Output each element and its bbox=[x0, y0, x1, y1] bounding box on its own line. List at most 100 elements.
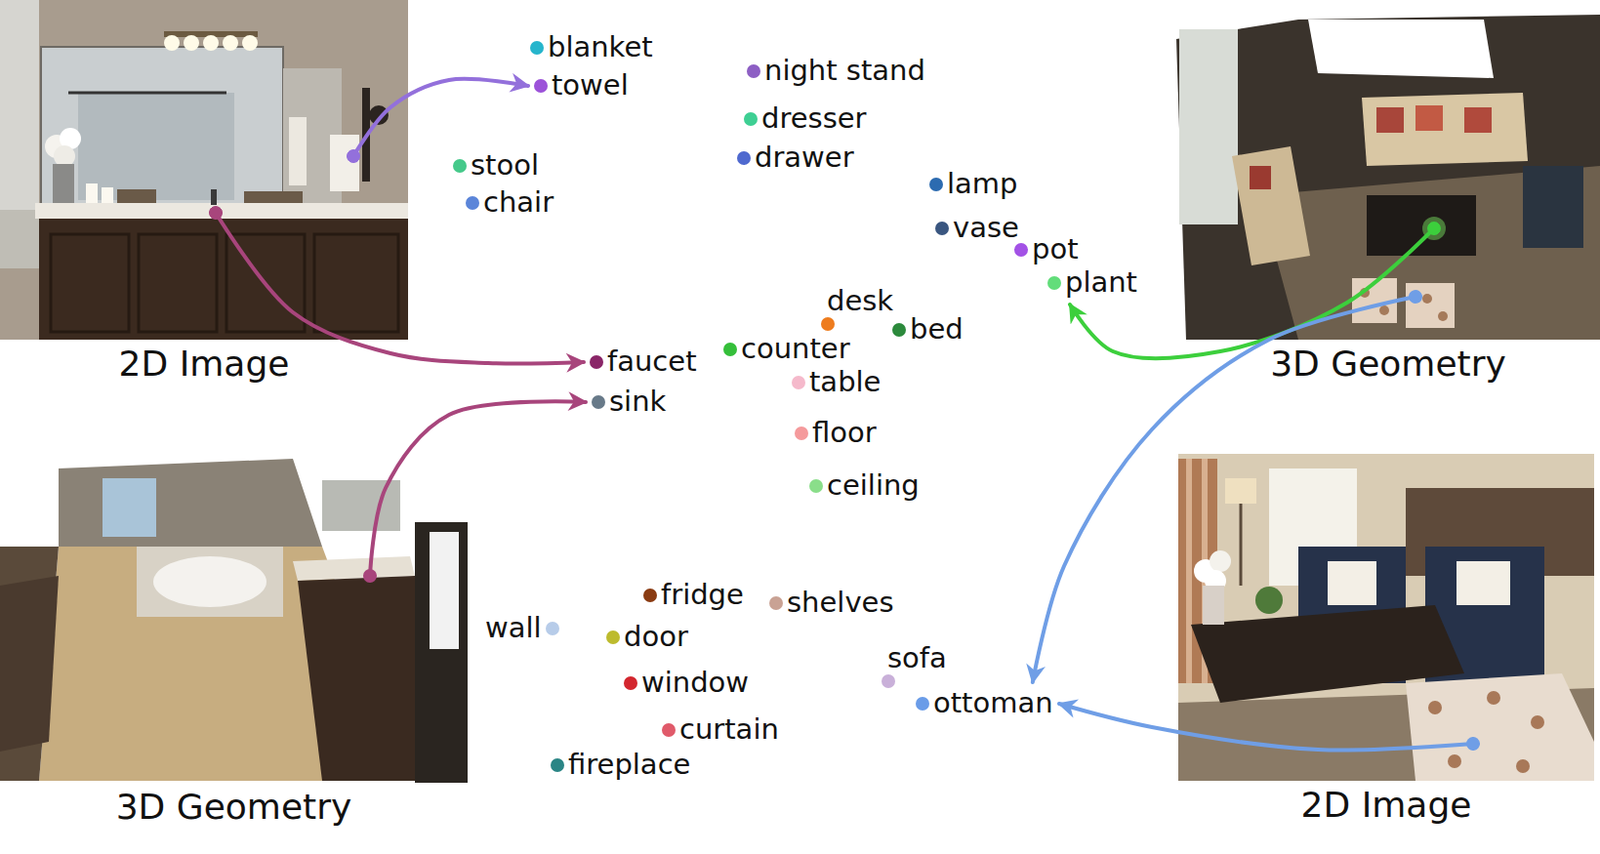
bathroom-geometry-shape bbox=[429, 532, 459, 650]
embedding-point: pot bbox=[1014, 234, 1079, 266]
point-label: fridge bbox=[660, 579, 744, 612]
point-label: curtain bbox=[679, 714, 780, 746]
point-label: floor bbox=[812, 417, 877, 450]
image-panel: 3D Geometry bbox=[0, 451, 468, 836]
embedding-point: bed bbox=[892, 314, 964, 346]
living-room-geometry-shape bbox=[1259, 165, 1600, 340]
point-label: bed bbox=[909, 314, 964, 346]
embedding-point: lamp bbox=[929, 168, 1019, 201]
panel-caption: 3D Geometry bbox=[1270, 342, 1507, 393]
mapping-arrow bbox=[215, 212, 584, 364]
living-room-photo-shape bbox=[1486, 691, 1501, 705]
bathroom-geometry-shape bbox=[0, 546, 59, 781]
bathroom-photo-shape bbox=[78, 92, 235, 201]
point-dot bbox=[737, 151, 751, 165]
point-dot bbox=[791, 375, 806, 390]
bathroom-photo-shape bbox=[0, 0, 40, 210]
point-dot bbox=[465, 196, 480, 210]
bathroom-geometry-shape bbox=[153, 556, 267, 608]
embedding-point: window bbox=[623, 667, 750, 699]
living-room-photo-shape bbox=[1255, 586, 1283, 615]
embedding-point: night stand bbox=[746, 55, 926, 87]
point-label: lamp bbox=[946, 168, 1019, 201]
mapping-arrow bbox=[353, 79, 529, 157]
point-label: counter bbox=[740, 333, 851, 366]
living-room-photo-shape bbox=[1327, 561, 1377, 606]
embedding-point: sink bbox=[591, 386, 667, 418]
embedding-point: ceiling bbox=[809, 470, 920, 502]
embedding-point: ottoman bbox=[915, 688, 1054, 720]
point-label: chair bbox=[483, 187, 554, 219]
bathroom-photo-shape bbox=[0, 0, 409, 340]
living-room-photo-shape bbox=[1209, 550, 1231, 573]
point-dot bbox=[623, 676, 638, 691]
point-label: dresser bbox=[761, 103, 867, 135]
bathroom-geometry-shape bbox=[102, 478, 157, 537]
living-room-photo-shape bbox=[1447, 754, 1462, 769]
panel-caption: 3D Geometry bbox=[116, 785, 353, 836]
bathroom-photo-shape bbox=[53, 145, 76, 167]
embedding-point: fireplace bbox=[550, 749, 692, 781]
bathroom-geometry-shape bbox=[322, 480, 401, 532]
embedding-point: floor bbox=[794, 417, 877, 450]
point-dot bbox=[661, 723, 676, 738]
embedding-point: shelves bbox=[769, 587, 895, 619]
bathroom-photo-shape bbox=[210, 189, 217, 206]
bathroom-geometry-shape bbox=[0, 575, 59, 752]
bathroom-photo-shape bbox=[117, 189, 157, 204]
panel-caption: 2D Image bbox=[1301, 783, 1473, 834]
point-label: ottoman bbox=[933, 688, 1054, 720]
bathroom-photo-shape bbox=[85, 183, 98, 204]
living-room-geometry-shape bbox=[1415, 105, 1443, 131]
living-room-photo-shape bbox=[1225, 478, 1257, 504]
living-room-geometry-shape bbox=[1379, 305, 1390, 316]
living-room-photo-shape bbox=[1456, 561, 1511, 606]
embedding-point: plant bbox=[1047, 267, 1138, 299]
point-dot bbox=[881, 674, 896, 689]
embedding-point: curtain bbox=[661, 714, 780, 746]
bathroom-photo-shape bbox=[288, 117, 307, 186]
point-label: towel bbox=[551, 70, 629, 102]
point-dot bbox=[1014, 243, 1028, 257]
point-label: wall bbox=[485, 613, 542, 645]
point-dot bbox=[809, 479, 823, 493]
point-dot bbox=[794, 426, 809, 441]
image-panel: 3D Geometry bbox=[1176, 14, 1600, 393]
point-dot bbox=[746, 64, 761, 79]
point-label: window bbox=[641, 667, 749, 699]
point-label: vase bbox=[952, 212, 1020, 245]
point-label: faucet bbox=[607, 346, 698, 378]
living-room-photo-shape bbox=[1428, 700, 1442, 715]
living-room-photo-shape bbox=[1516, 759, 1530, 774]
point-dot bbox=[935, 221, 949, 236]
living-room-geometry-shape bbox=[1437, 311, 1448, 322]
image-panel: 2D Image bbox=[0, 0, 409, 393]
point-dot bbox=[743, 112, 758, 126]
mapping-arrow bbox=[369, 401, 586, 576]
point-label: pot bbox=[1031, 234, 1079, 266]
point-label: drawer bbox=[754, 142, 855, 174]
living-room-photo-shape bbox=[1530, 715, 1545, 730]
point-dot bbox=[643, 588, 657, 603]
living-room-geometry-shape bbox=[1422, 293, 1433, 304]
bathroom-photo-shape bbox=[203, 35, 219, 51]
mapping-arrow bbox=[1059, 703, 1474, 750]
point-dot bbox=[550, 758, 565, 773]
embedding-point: wall bbox=[485, 613, 560, 645]
embedding-point: table bbox=[791, 367, 882, 399]
image-panel: 2D Image bbox=[1178, 453, 1595, 834]
bathroom-geometry-shape bbox=[136, 546, 284, 617]
panel-caption: 2D Image bbox=[119, 342, 290, 393]
bathroom-photo-shape bbox=[50, 234, 129, 332]
bathroom-geometry-shape bbox=[297, 575, 430, 781]
bathroom-photo-shape bbox=[244, 191, 303, 204]
point-label: shelves bbox=[786, 587, 895, 619]
point-label: blanket bbox=[547, 32, 654, 64]
embedding-point: drawer bbox=[737, 142, 855, 174]
point-label: table bbox=[809, 367, 881, 399]
living-room-geometry-shape bbox=[1249, 165, 1272, 190]
embedding-point: sofa bbox=[881, 643, 947, 689]
bathroom-photo bbox=[0, 0, 409, 340]
living-room-photo-shape bbox=[1405, 673, 1595, 781]
point-dot bbox=[591, 395, 606, 410]
